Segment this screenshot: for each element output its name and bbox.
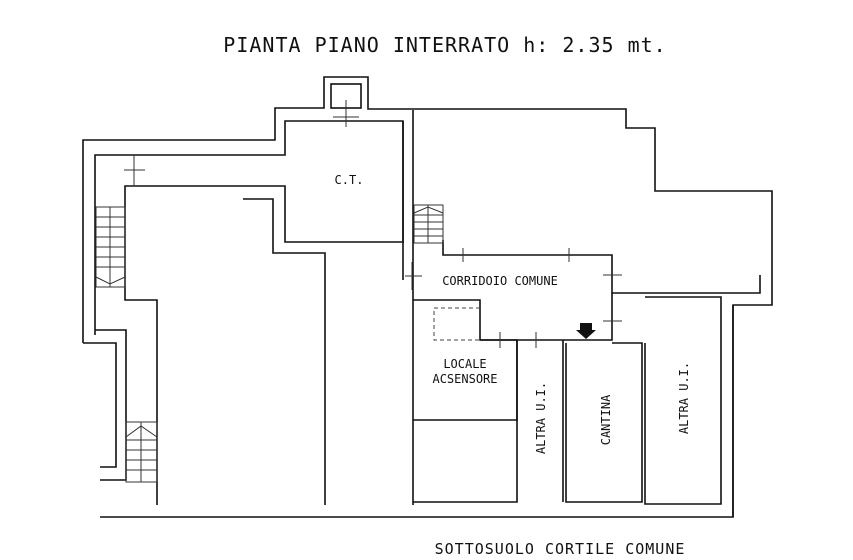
room-label-altra-ui-right: ALTRA U.I. [677, 362, 691, 434]
stairs-left-lower [125, 421, 158, 483]
room-label-cantina: CANTINA [599, 394, 613, 445]
room-label-corridoio: CORRIDOIO COMUNE [442, 274, 558, 288]
stairs-left-upper [95, 206, 126, 288]
plan-title: PIANTA PIANO INTERRATO h: 2.35 mt. [223, 33, 666, 57]
interior-walls [413, 293, 722, 505]
room-label-locale-2: ACSENSORE [432, 372, 497, 386]
stairs-right [413, 204, 444, 244]
room-label-locale-1: LOCALE [443, 357, 486, 371]
entrance-arrow-icon [576, 323, 596, 339]
room-label-altra-ui-left: ALTRA U.I. [534, 382, 548, 454]
room-label-ct: C.T. [335, 173, 364, 187]
outer-walls [82, 76, 773, 518]
footer-label: SOTTOSUOLO CORTILE COMUNE [435, 540, 686, 558]
